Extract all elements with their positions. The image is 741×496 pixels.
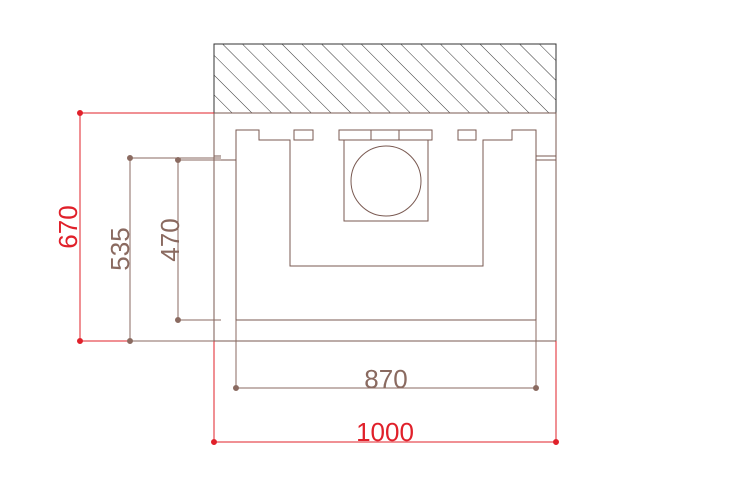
dimension-inner-depth [175, 157, 221, 323]
dimension-inner-width [233, 320, 539, 391]
dimension-outer-depth [77, 110, 214, 344]
dimension-label-inner-depth: 470 [155, 218, 185, 261]
dimension-outer-width [211, 341, 559, 445]
wall-hatch [213, 43, 557, 114]
dimension-label-inner-width: 870 [364, 364, 407, 394]
dimension-label-outer-width: 1000 [356, 417, 414, 447]
dimension-label-outer-depth: 670 [53, 205, 83, 248]
dimension-mid-depth [127, 155, 221, 344]
dimension-label-mid-depth: 535 [105, 227, 135, 270]
cabinet-outline [213, 112, 557, 342]
